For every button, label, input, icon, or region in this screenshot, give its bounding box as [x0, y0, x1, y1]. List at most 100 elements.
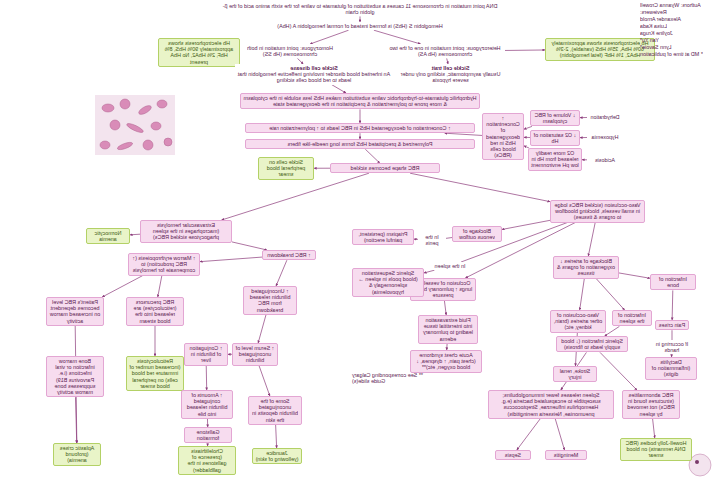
- node-text: Polymerized & precipitated HbS forms lon…: [248, 141, 472, 147]
- node-text: Patient's RBC level becomes dependent on…: [49, 299, 101, 324]
- node-text: Heterozygous: point mutation in one of t…: [387, 45, 503, 57]
- process-box: Polymerized & precipitated HbS forms lon…: [245, 139, 475, 149]
- note-text: Yan Yu*: [640, 37, 716, 43]
- node-text: Hemoglobin S (HbS) is formed instead of …: [242, 23, 478, 29]
- text-node: In the spleen: [432, 262, 468, 270]
- process-box: ↓ O2 saturation of Hb: [530, 130, 580, 146]
- connector-arrow: [424, 270, 434, 273]
- text-node: In the penis: [418, 233, 446, 247]
- process-box: Splenic Sequestration (blood pools in sp…: [352, 268, 424, 297]
- process-box: RBC shape becomes sickled: [330, 163, 440, 173]
- finding-box: Reticulocytosis (increased number of imm…: [126, 356, 184, 391]
- node-text: Reticulocytosis (increased number of imm…: [129, 358, 181, 389]
- node-text: ↑ Marrow erythropoiesis (↑ RBC productio…: [131, 255, 197, 274]
- connector-arrow: [580, 117, 587, 118]
- process-box: Acute chest syndrome (chest pain, ↑ dysp…: [410, 350, 482, 373]
- node-text: Vaso-occlusion (sickled RBCs lodge in sm…: [553, 202, 642, 221]
- process-box: Sepsis: [495, 450, 531, 460]
- text-node: Acidosis: [587, 156, 623, 164]
- text-node: Sickle cell traitUsually asymptomatic, s…: [398, 64, 503, 85]
- node-heading: Sickle cell disease: [237, 65, 391, 71]
- note-text: * MD at time of publication: [640, 51, 716, 57]
- process-box: Vaso-occlusion of other arteries (brain,…: [550, 310, 606, 333]
- node-text: Splenic Sequestration (blood pools in sp…: [355, 270, 421, 295]
- node-text: ↑ Serum level of unconjugated bilirubin: [235, 345, 275, 364]
- connector-arrow: [310, 30, 348, 44]
- process-box: ↑ Serum level of unconjugated bilirubin: [232, 343, 278, 366]
- howell-jolly-cell: [689, 454, 711, 476]
- process-box: Patient's RBC level becomes dependent on…: [46, 297, 104, 326]
- finding-box: Sickle cells on peripheral blood smear: [258, 157, 314, 180]
- text-node: If occurring in hands: [650, 340, 694, 354]
- connector-arrow: [502, 220, 550, 229]
- note-text: ** See corresponding Calgary Guide slide…: [352, 372, 428, 385]
- node-text: Spleen releases fewer immunoglobulins; s…: [491, 392, 611, 417]
- node-text: Bone marrow infarction or viral infectio…: [49, 358, 101, 395]
- connector-arrow: [155, 326, 156, 356]
- process-box: RBC precursors (reticulocytes) are relea…: [126, 297, 184, 326]
- connector-arrow: [200, 257, 262, 262]
- process-box: Bone marrow infarction or viral infectio…: [46, 356, 104, 397]
- node-text: ↑ RBC breakdown: [265, 252, 313, 258]
- node-text: ↑ Concentration of deoxygenated HbS in r…: [485, 115, 521, 158]
- process-box: ↑ Marrow erythropoiesis (↑ RBC productio…: [128, 253, 200, 276]
- note-label: Luisa Kada: [640, 23, 716, 29]
- note-label: Joyline Kruga: [640, 30, 716, 36]
- connector-arrow: [444, 301, 446, 315]
- finding-box: Normocytic anemia: [86, 228, 130, 244]
- note-text: Joyline Kruga: [640, 30, 716, 36]
- connector-arrow: [410, 173, 550, 201]
- node-text: If occurring in hands: [652, 341, 692, 353]
- note-label: * MD at time of publication: [640, 51, 716, 57]
- node-text: Pain crises: [658, 322, 686, 328]
- process-box: Stroke, renal injury: [553, 366, 597, 382]
- node-text: ↑ Amounts of conjugated bilirubin releas…: [184, 392, 230, 417]
- node-text: Blockage of venous outflow: [455, 228, 499, 240]
- note-text: Authors: Wyanna Crowell: [640, 2, 716, 8]
- note-text: Reviewers:: [640, 9, 716, 15]
- process-box: ↑ Unconjugated bilirubin released from R…: [243, 286, 297, 315]
- connector-arrow: [505, 49, 545, 50]
- connector-arrow: [524, 126, 532, 129]
- node-text: RBC abnormalities (structures found in R…: [625, 392, 677, 417]
- node-text: Homozygous: point mutation in both chrom…: [237, 45, 343, 57]
- node-text: Dactylitis (inflammation of digits): [648, 359, 694, 378]
- connector-arrow: [365, 149, 379, 163]
- node-text: In the spleen: [434, 263, 466, 269]
- process-box: Dactylitis (inflammation of digits): [645, 357, 697, 380]
- node-text: Blockage of arteries ↓ oxygenation of or…: [556, 258, 616, 277]
- process-box: Hydrophilic glutamate-to-hydrophobic val…: [240, 93, 480, 109]
- connector-arrow: [259, 366, 270, 396]
- process-box: Splenic infarction (↓ blood supply leads…: [556, 336, 628, 352]
- process-box: Pain crises: [655, 320, 689, 330]
- process-box: ↑ RBC breakdown: [262, 250, 316, 260]
- connector-arrow: [76, 397, 77, 443]
- note-label: Reviewers:: [640, 9, 716, 15]
- finding-box: Cholelithiasis (presence of gallstones i…: [178, 446, 236, 475]
- node-text: Infarction of bone: [653, 276, 693, 288]
- text-node: Sickle cell diseaseAn inherited blood di…: [235, 64, 393, 85]
- node-text: Extravascular hemolysis (macrophages in …: [143, 222, 229, 241]
- process-box: Vaso-occlusion (sickled RBCs lodge in sm…: [550, 200, 645, 223]
- node-text: Sepsis: [498, 452, 528, 458]
- connector-arrow: [158, 276, 162, 297]
- process-box: Infarction of bone: [650, 274, 696, 290]
- node-text: Infarction of the spleen: [615, 312, 649, 324]
- connector-arrow: [619, 273, 650, 278]
- node-text: Hb electrophoresis shows approximately 9…: [161, 40, 237, 65]
- node-text: Aplastic crises (profound anemia): [56, 445, 98, 464]
- process-box: ↑ Concentration of deoxygenated HbS in R…: [245, 123, 475, 133]
- note-label: Authors: Wyanna Crowell: [640, 2, 716, 8]
- process-box: O2 more readily released from Hb in low …: [528, 148, 582, 171]
- node-text: Sickle cells on peripheral blood smear: [261, 159, 311, 178]
- node-text: Usually asymptomatic, sickling only unde…: [400, 71, 501, 83]
- node-text: Some of the unconjugated bilirubin depos…: [251, 398, 299, 423]
- node-text: Cholelithiasis (presence of gallstones i…: [181, 448, 233, 473]
- finding-box: Jaundice (yellowing of skin): [252, 448, 302, 464]
- node-text: Hypoxemia: [589, 134, 621, 140]
- connector-arrow: [130, 234, 140, 236]
- connector-arrow: [314, 168, 330, 169]
- connector-arrow: [605, 326, 620, 336]
- node-text: An inherited blood disorder involving in…: [237, 71, 391, 83]
- process-box: Extravascular hemolysis (macrophages in …: [140, 220, 232, 243]
